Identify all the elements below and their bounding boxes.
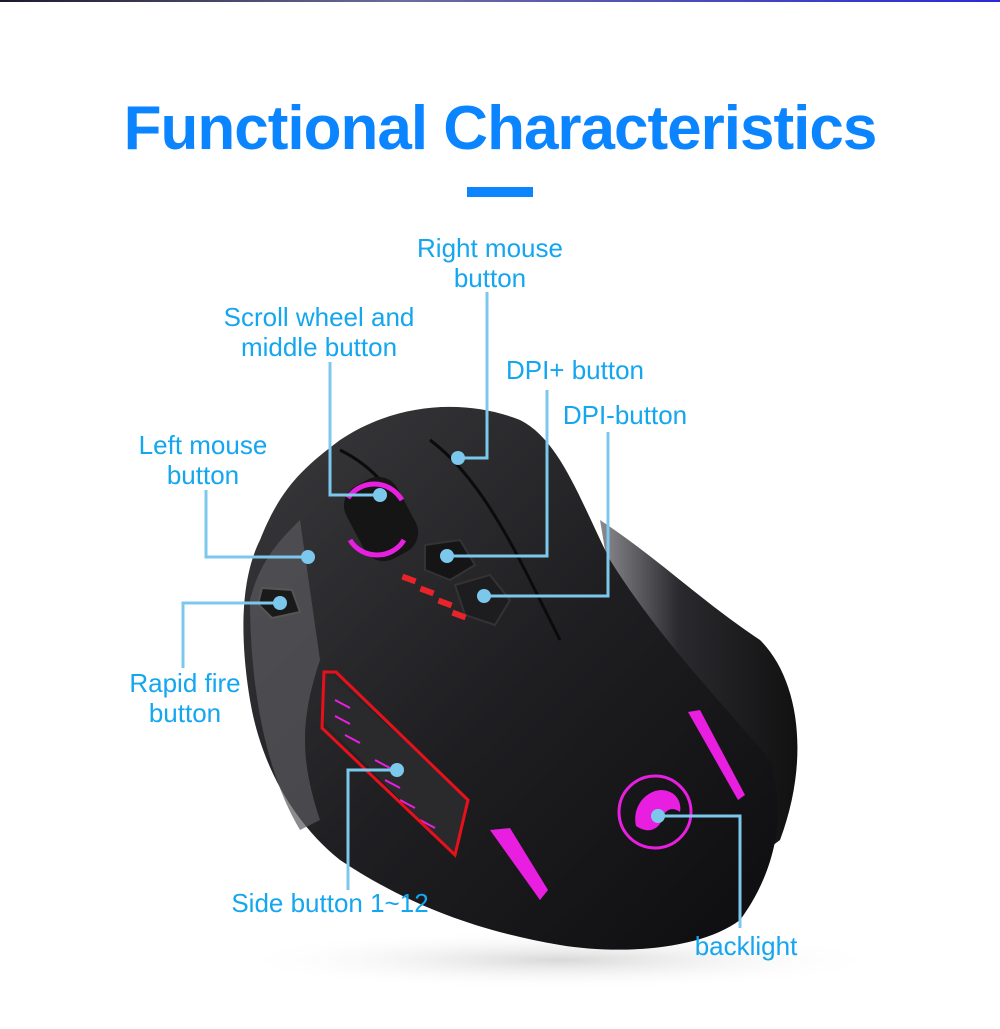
label-dpi-plus: DPI+ button: [495, 355, 655, 385]
scroll-wheel: [343, 476, 419, 562]
label-line: button: [148, 698, 222, 728]
right-light-strip: [688, 710, 745, 800]
page-title: Functional Characteristics: [123, 94, 878, 163]
label-line: button: [453, 263, 527, 293]
label-backlight: backlight: [684, 931, 808, 961]
left-light-strip: [490, 828, 548, 900]
label-line: Left mouse: [138, 430, 268, 460]
top-accent-bar: [0, 0, 1000, 2]
label-line: button: [166, 460, 240, 490]
label-scroll-wheel: Scroll wheel and middle button: [208, 302, 430, 362]
label-line: Side button 1~12: [231, 888, 429, 918]
leader-lines: [181, 292, 742, 928]
label-line: Scroll wheel and: [223, 302, 415, 332]
callout-dots: [273, 451, 665, 823]
mouse-shadow: [230, 930, 890, 990]
label-line: middle button: [240, 332, 398, 362]
label-line: Rapid fire: [129, 668, 241, 698]
label-line: backlight: [694, 931, 798, 961]
label-dpi-minus: DPI-button: [555, 400, 695, 430]
label-line: DPI+ button: [505, 355, 645, 385]
label-side-buttons: Side button 1~12: [215, 888, 445, 918]
title-underline: [467, 187, 533, 197]
label-line: Right mouse: [417, 233, 563, 263]
label-rapid-fire: Rapid fire button: [120, 668, 250, 728]
label-left-mouse-button: Left mouse button: [128, 430, 278, 490]
label-right-mouse-button: Right mouse button: [400, 233, 580, 293]
label-line: DPI-button: [562, 400, 688, 430]
